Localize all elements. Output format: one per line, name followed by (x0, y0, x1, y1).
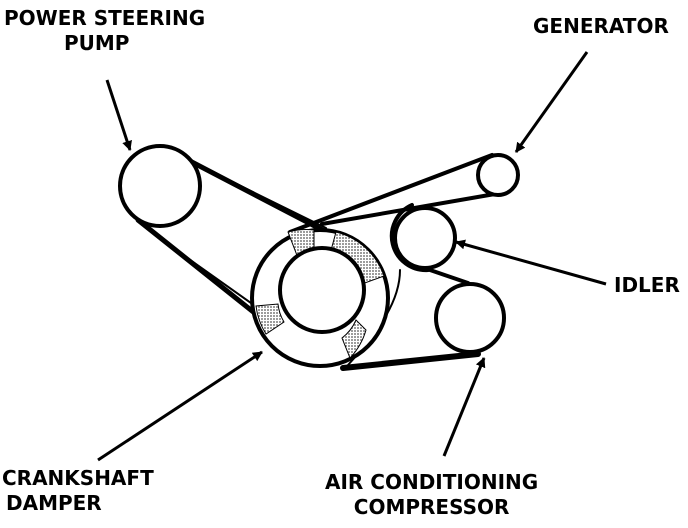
air-conditioning-compressor-pulley (434, 282, 506, 354)
arrow-power-steering-pump (105, 79, 132, 151)
idler-label: IDLER (614, 273, 680, 298)
arrow-idler (455, 239, 607, 286)
power-steering-pump-label-line-2: PUMP (64, 31, 130, 55)
air-conditioning-compressor-label-line-2: COMPRESSOR (353, 495, 510, 519)
generator-pulley (476, 153, 520, 197)
idler-pulley (393, 206, 457, 270)
belt-segment-compressor-bottom (340, 351, 481, 371)
generator-label-text: GENERATOR (533, 14, 669, 38)
belt-segment-gen-top (288, 153, 494, 234)
crankshaft-damper-label-line-1: CRANKSHAFT (2, 466, 154, 490)
arrow-generator (514, 51, 589, 153)
air-conditioning-compressor-label-line-1: AIR CONDITIONING (325, 470, 539, 494)
generator-label: GENERATOR (533, 14, 669, 39)
power-steering-pump-label: POWER STEERING PUMP (4, 6, 205, 56)
air-conditioning-compressor-label: AIR CONDITIONING COMPRESSOR (325, 470, 538, 520)
belt-segment-idler-bottom (428, 268, 470, 285)
power-steering-pump-label-line-1: POWER STEERING (4, 6, 206, 30)
crankshaft-damper-label-line-2: DAMPER (6, 491, 102, 515)
power-steering-pump-pulley (118, 144, 202, 228)
crankshaft-damper-pulley (250, 228, 390, 368)
leader-arrows (97, 51, 607, 462)
arrow-crankshaft-damper (97, 350, 263, 462)
crankshaft-damper-label: CRANKSHAFT DAMPER (2, 466, 154, 516)
arrow-air-conditioning-compressor (442, 357, 486, 457)
drive-belt (135, 145, 497, 371)
idler-label-text: IDLER (614, 273, 680, 297)
